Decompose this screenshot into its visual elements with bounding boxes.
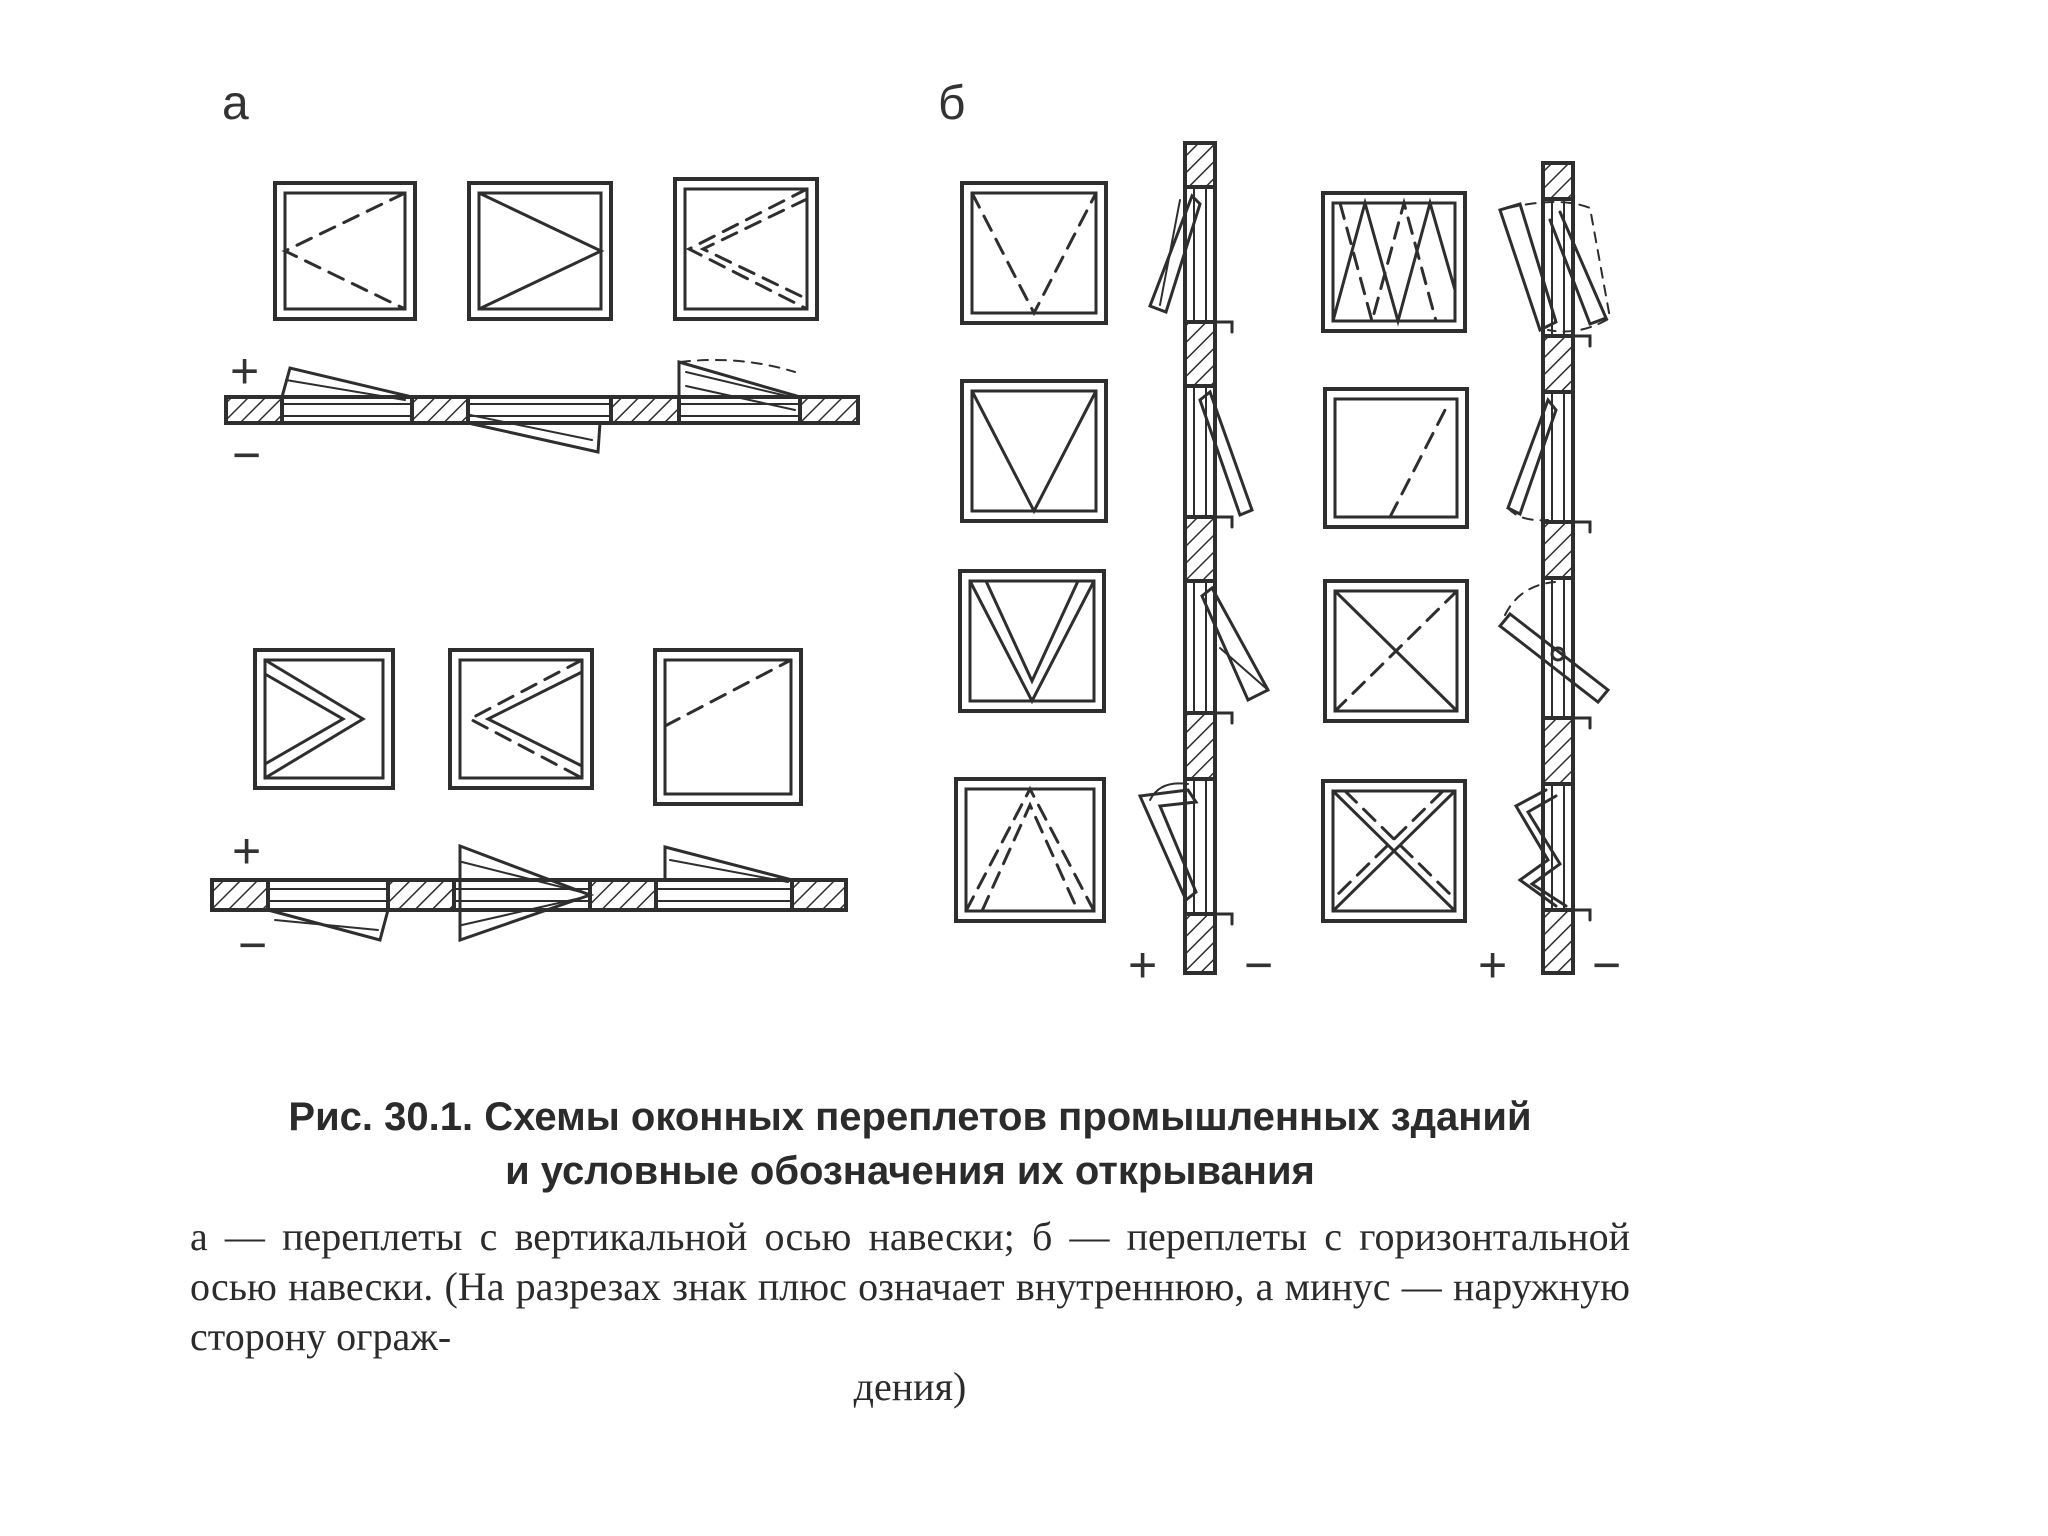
caption-title-line2: и условные обозначения их открывания bbox=[505, 1149, 1315, 1193]
panel-b-column-1 bbox=[954, 181, 1108, 923]
panel-b-column-2 bbox=[1321, 191, 1469, 923]
figure-caption: Рис. 30.1. Схемы оконных переплетов пром… bbox=[190, 1090, 1630, 1412]
caption-title-line1: Рис. 30.1. Схемы оконных переплетов пром… bbox=[288, 1095, 1532, 1139]
minus-sign-a-top: − bbox=[232, 427, 262, 483]
window-a4 bbox=[253, 648, 395, 790]
plus-sign-b-col2: + bbox=[1478, 937, 1508, 993]
panel-a-bottom-row bbox=[253, 648, 803, 806]
panel-a-top-row bbox=[273, 177, 819, 321]
caption-body-last: дения) bbox=[853, 1364, 967, 1409]
section-a-top bbox=[224, 358, 860, 454]
plus-sign-a-bottom: + bbox=[232, 823, 262, 879]
minus-sign-b-col2: − bbox=[1592, 937, 1622, 993]
window-a3 bbox=[673, 177, 819, 321]
window-b3 bbox=[958, 569, 1106, 713]
window-b4 bbox=[954, 777, 1106, 923]
panel-b-label: б bbox=[938, 77, 966, 130]
minus-sign-a-bottom: − bbox=[238, 917, 268, 973]
window-a5 bbox=[448, 648, 594, 790]
caption-body-main: а — переплеты с вертикальной осью навеск… bbox=[190, 1214, 1630, 1359]
window-a6 bbox=[653, 648, 803, 806]
plus-sign-b-col1: + bbox=[1128, 937, 1158, 993]
window-b5 bbox=[1321, 191, 1467, 333]
window-a2 bbox=[467, 181, 613, 321]
window-b8 bbox=[1321, 779, 1467, 923]
caption-title: Рис. 30.1. Схемы оконных переплетов пром… bbox=[190, 1090, 1630, 1198]
window-b6 bbox=[1323, 387, 1469, 529]
window-b7 bbox=[1323, 579, 1469, 723]
window-a1 bbox=[273, 181, 417, 321]
section-a-bottom bbox=[210, 843, 848, 943]
caption-body: а — переплеты с вертикальной осью навеск… bbox=[190, 1212, 1630, 1412]
minus-sign-b-col1: − bbox=[1244, 937, 1274, 993]
panel-a-label: а bbox=[222, 77, 249, 130]
window-b1 bbox=[960, 181, 1108, 325]
section-b-column-2 bbox=[1497, 161, 1612, 975]
section-b-column-1 bbox=[1137, 141, 1271, 975]
plus-sign-a-top: + bbox=[230, 343, 260, 399]
window-b2 bbox=[960, 379, 1108, 523]
